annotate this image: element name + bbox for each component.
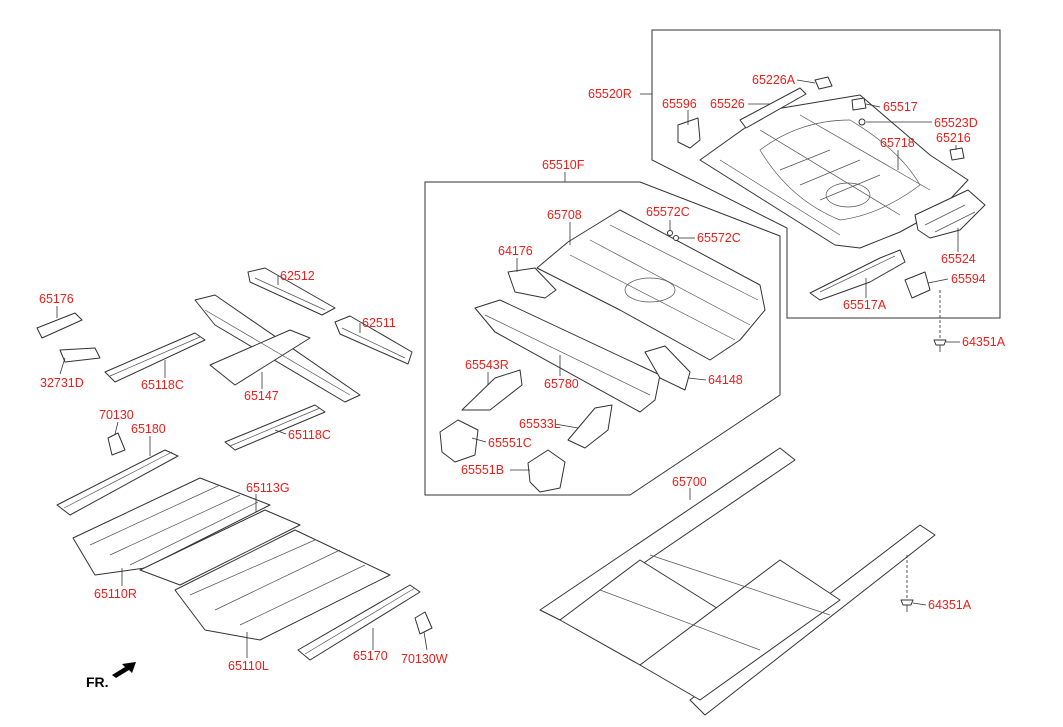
subframe-65700[interactable] xyxy=(539,447,936,716)
bolt-64351A-bottom[interactable] xyxy=(900,555,914,612)
front-direction-label: FR. xyxy=(86,674,109,690)
label-65780[interactable]: 65780 xyxy=(544,377,579,391)
sill-65180[interactable] xyxy=(56,449,179,516)
label-62511[interactable]: 62511 xyxy=(362,316,396,330)
label-65110L[interactable]: 65110L xyxy=(228,659,269,673)
rear-floor-group-box xyxy=(651,29,1001,319)
front-floor-65110L[interactable] xyxy=(174,529,391,641)
clip-70130[interactable] xyxy=(107,432,126,456)
label-65572C-b[interactable]: 65572C xyxy=(697,231,741,245)
label-65551C[interactable]: 65551C xyxy=(488,436,532,450)
label-65524[interactable]: 65524 xyxy=(941,252,976,266)
bracket-65533L[interactable] xyxy=(567,404,613,449)
label-65708[interactable]: 65708 xyxy=(547,208,582,222)
label-65216[interactable]: 65216 xyxy=(936,131,971,145)
label-65170[interactable]: 65170 xyxy=(353,649,388,663)
bracket-65517[interactable] xyxy=(851,97,867,111)
bracket-32731D[interactable] xyxy=(59,347,101,363)
label-65596[interactable]: 65596 xyxy=(662,97,697,111)
member-65118C-lower[interactable] xyxy=(224,404,326,451)
rear-member-part[interactable] xyxy=(914,189,986,239)
member-62512[interactable] xyxy=(247,267,336,316)
rear-side-member-part[interactable] xyxy=(809,249,906,301)
bracket-65543R[interactable] xyxy=(461,369,523,411)
label-65226A[interactable]: 65226A xyxy=(752,73,796,87)
bracket-65551C[interactable] xyxy=(439,419,479,463)
label-65523D[interactable]: 65523D xyxy=(934,116,978,130)
label-65113G[interactable]: 65113G xyxy=(246,481,290,495)
bolt-64351A-top[interactable] xyxy=(933,290,947,352)
label-65118C-b[interactable]: 65118C xyxy=(288,428,331,442)
label-65700[interactable]: 65700 xyxy=(672,475,707,489)
clip-65226A[interactable] xyxy=(814,76,833,90)
label-64351A-bottom[interactable]: 64351A xyxy=(928,598,972,612)
clips-65572C[interactable] xyxy=(667,230,679,241)
label-32731D[interactable]: 32731D xyxy=(40,376,84,390)
label-62512[interactable]: 62512 xyxy=(280,269,315,283)
label-65520R[interactable]: 65520R xyxy=(588,87,632,101)
clip-65216[interactable] xyxy=(949,147,965,161)
bracket-65551B[interactable] xyxy=(527,449,566,493)
label-70130W[interactable]: 70130W xyxy=(401,652,448,666)
label-65517A[interactable]: 65517A xyxy=(843,298,887,312)
leader-lines xyxy=(56,79,960,658)
reinforcement-65526[interactable] xyxy=(739,87,807,129)
tunnel-65113G[interactable] xyxy=(139,509,301,586)
sill-65170[interactable] xyxy=(297,584,421,661)
rear-floor-front-pan-part[interactable] xyxy=(536,209,766,361)
label-65551B[interactable]: 65551B xyxy=(461,463,505,477)
label-65176[interactable]: 65176 xyxy=(39,292,74,306)
bracket-64176[interactable] xyxy=(507,267,557,299)
label-70130[interactable]: 70130 xyxy=(99,408,134,422)
label-65510F[interactable]: 65510F xyxy=(542,158,585,172)
label-65533L[interactable]: 65533L xyxy=(519,417,561,431)
label-64351A-top[interactable]: 64351A xyxy=(962,335,1006,349)
member-62511[interactable] xyxy=(334,315,413,365)
label-65543R[interactable]: 65543R xyxy=(465,358,509,372)
bolt-65523D[interactable] xyxy=(858,118,866,126)
center-floor-group-box xyxy=(424,181,781,496)
label-64176[interactable]: 64176 xyxy=(498,244,533,258)
bracket-65594[interactable] xyxy=(904,271,931,299)
label-64148[interactable]: 64148 xyxy=(708,373,743,387)
label-65118C-a[interactable]: 65118C xyxy=(141,378,184,392)
label-65517[interactable]: 65517 xyxy=(883,100,918,114)
clip-70130W[interactable] xyxy=(414,611,433,635)
label-65572C-a[interactable]: 65572C xyxy=(646,205,690,219)
front-direction-arrow-icon xyxy=(112,662,136,678)
label-65526[interactable]: 65526 xyxy=(710,97,745,111)
rear-floor-pan-part[interactable] xyxy=(699,94,969,249)
label-65110R[interactable]: 65110R xyxy=(94,587,137,601)
label-65180[interactable]: 65180 xyxy=(131,422,166,436)
label-65594[interactable]: 65594 xyxy=(951,272,986,286)
bracket-64148[interactable] xyxy=(644,345,691,391)
label-65147[interactable]: 65147 xyxy=(244,389,279,403)
reinforcement-65176[interactable] xyxy=(36,312,83,339)
crossmember-65780[interactable] xyxy=(474,299,661,413)
member-65118C-upper[interactable] xyxy=(104,332,206,383)
front-floor-65110R[interactable] xyxy=(72,477,271,576)
label-65718[interactable]: 65718 xyxy=(880,136,915,150)
member-65147[interactable] xyxy=(194,294,361,403)
bracket-65596[interactable] xyxy=(677,117,701,149)
